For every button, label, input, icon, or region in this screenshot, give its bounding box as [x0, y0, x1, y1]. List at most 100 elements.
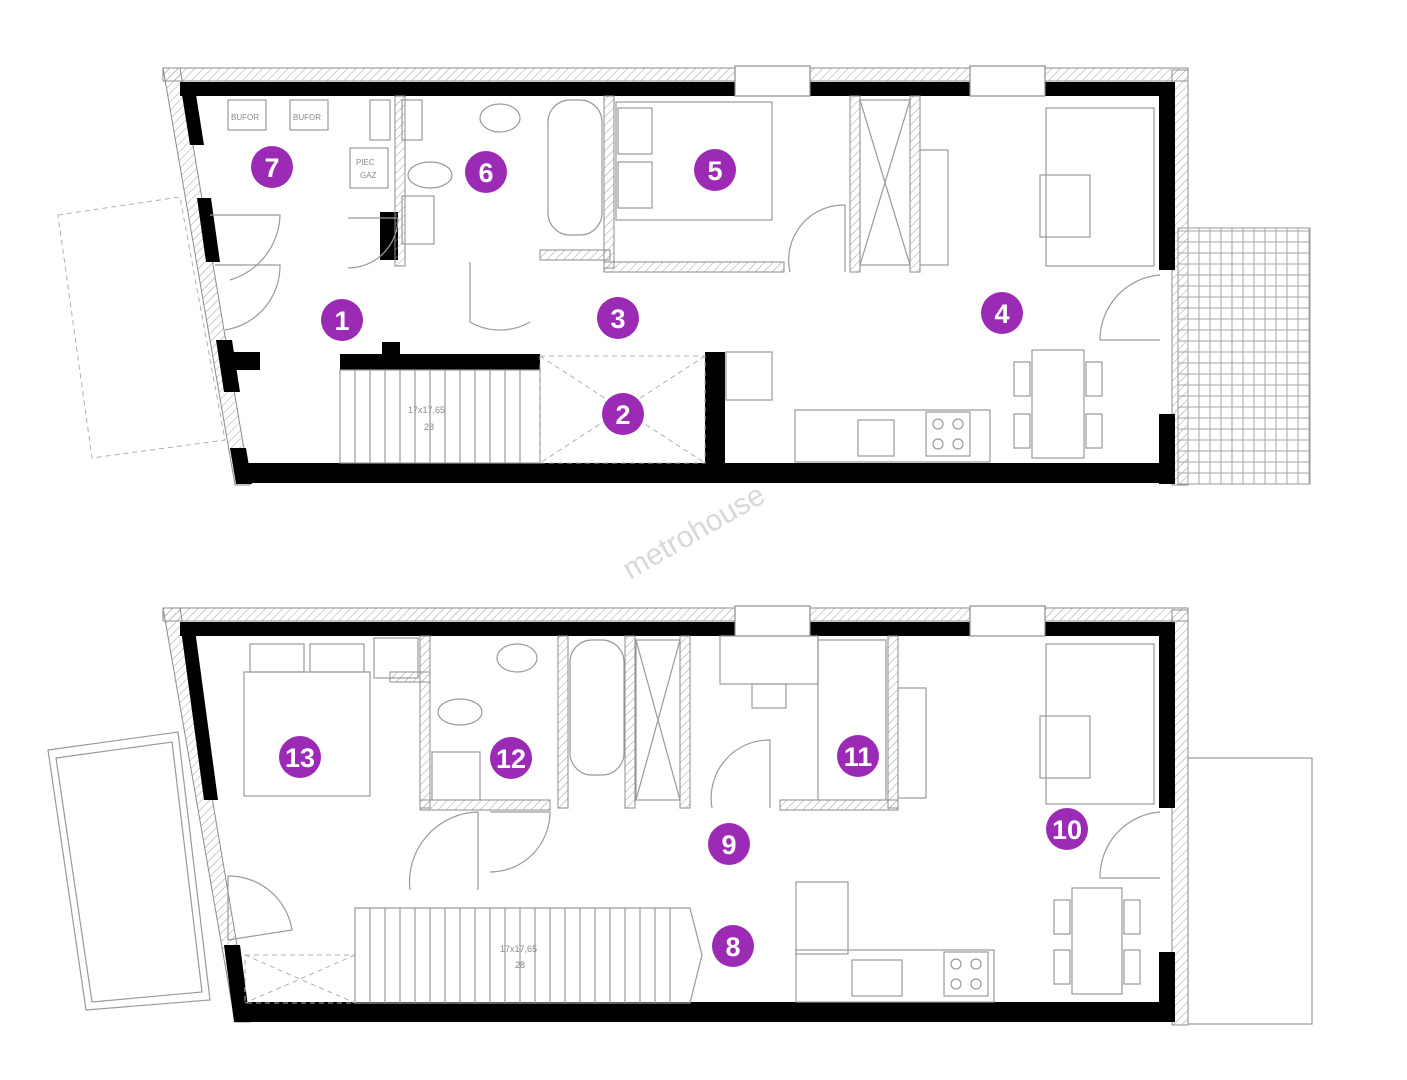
- lower-stairs: [244, 907, 703, 1004]
- lower-wall-left-b: [224, 945, 250, 1022]
- lower-partition-5: [679, 635, 691, 809]
- upper-stair-note-2: 28: [424, 422, 434, 432]
- lower-shower: [635, 639, 681, 801]
- boiler-label-1: PIEC: [356, 158, 375, 167]
- bufor-label-2: BUFOR: [293, 113, 321, 122]
- lower-bathtub: [569, 639, 625, 776]
- upper-partition-5: [909, 95, 921, 273]
- upper-doors: [210, 204, 1161, 341]
- upper-dining-table: [1031, 349, 1085, 459]
- lower-toilet: [437, 698, 483, 726]
- lower-partition-3: [557, 635, 569, 809]
- lower-tv-unit: [897, 687, 927, 799]
- room-badge-2: 2: [602, 393, 644, 435]
- lower-window-1: [734, 605, 811, 637]
- room-badge-13: 13: [279, 736, 321, 778]
- lower-furniture: [243, 635, 1155, 1003]
- upper-cabinet: [401, 195, 435, 245]
- upper-partition-4: [849, 95, 861, 273]
- lower-partition-4: [624, 635, 636, 809]
- lower-single-bed: [817, 639, 887, 801]
- svg-text:1: 1: [334, 306, 349, 336]
- upper-kitchen-sink: [857, 419, 895, 457]
- upper-bath-post: [380, 212, 398, 260]
- upper-stair-wall: [340, 354, 540, 370]
- svg-text:12: 12: [496, 744, 526, 774]
- upper-stair-wall-post: [382, 342, 400, 356]
- room-badges: 1 2 3 4 5 6 7 8 9 10 11 12 13: [251, 146, 1088, 967]
- upper-bed: [615, 101, 773, 221]
- gas-boiler: [349, 147, 389, 189]
- lower-wall-top-right: [1045, 622, 1175, 636]
- room-badge-4: 4: [981, 292, 1023, 334]
- room-badge-11: 11: [837, 735, 879, 777]
- upper-partition-2: [603, 95, 615, 269]
- upper-bed-pillow-1: [617, 107, 653, 155]
- lower-cabinet: [431, 751, 481, 801]
- lower-bed: [243, 671, 371, 797]
- lower-kitchen-side: [795, 881, 849, 955]
- upper-kitchen-counter: [794, 409, 991, 463]
- upper-wardrobe: [859, 99, 911, 266]
- upper-floor-plan: 17x17,65 28: [57, 65, 1311, 486]
- svg-text:2: 2: [615, 400, 630, 430]
- lower-partition-8: [389, 671, 431, 683]
- lower-sofa: [1045, 643, 1155, 805]
- upper-wall-left-a: [180, 82, 204, 145]
- lower-partition-6: [779, 799, 899, 811]
- svg-text:7: 7: [264, 153, 279, 183]
- upper-wall-top: [180, 82, 735, 96]
- upper-bed-pillow-2: [617, 161, 653, 209]
- svg-text:11: 11: [844, 742, 873, 772]
- room-badge-5: 5: [694, 149, 736, 191]
- upper-hob: [925, 411, 971, 457]
- lower-balcony-left: [47, 731, 211, 1011]
- upper-window-2: [969, 65, 1046, 97]
- lower-partition-7: [887, 635, 899, 809]
- svg-text:10: 10: [1052, 815, 1082, 845]
- lower-dining-table: [1071, 887, 1123, 995]
- lower-desk: [719, 635, 819, 685]
- room-badge-8: 8: [712, 925, 754, 967]
- upper-wall-left-d: [230, 448, 252, 484]
- svg-text:8: 8: [725, 932, 740, 962]
- upper-meter-box-2: [401, 99, 423, 141]
- upper-wall-left-b: [197, 198, 220, 262]
- lower-partition-1: [419, 635, 431, 809]
- upper-terrace-right: [1177, 227, 1311, 485]
- lower-wall-left-a: [180, 622, 218, 800]
- room-badge-3: 3: [597, 297, 639, 339]
- upper-fridge: [725, 351, 773, 401]
- lower-hob: [943, 951, 989, 997]
- lower-doors: [227, 739, 1161, 941]
- upper-toilet: [407, 161, 453, 189]
- lower-floor-plan: 17x17,65 28: [47, 605, 1313, 1026]
- lower-armchair: [1039, 715, 1091, 779]
- lower-kitchen-sink: [851, 959, 903, 997]
- upper-shaft-wall: [705, 352, 725, 464]
- upper-window-1: [734, 65, 811, 97]
- lower-sink: [496, 643, 538, 673]
- upper-partition-3: [603, 261, 785, 273]
- upper-wall-right-top: [1159, 82, 1175, 270]
- watermark: metrohouse: [617, 478, 771, 586]
- room-badge-10: 10: [1046, 808, 1088, 850]
- lower-partition-2: [419, 799, 551, 811]
- lower-balcony-right: [1187, 757, 1313, 1025]
- lower-wall-bottom: [240, 1002, 1175, 1022]
- lower-kitchen-counter: [795, 949, 995, 1003]
- svg-text:3: 3: [610, 304, 625, 334]
- room-badge-6: 6: [465, 151, 507, 193]
- svg-text:13: 13: [285, 743, 315, 773]
- bufor-tank-1: [227, 99, 267, 131]
- upper-balcony-left: [57, 196, 226, 459]
- svg-text:5: 5: [707, 156, 722, 186]
- room-badge-1: 1: [321, 299, 363, 341]
- upper-stair-note-1: 17x17,65: [408, 405, 445, 415]
- upper-stairs: [339, 355, 706, 464]
- svg-text:6: 6: [478, 158, 493, 188]
- lower-stair-note-2: 28: [515, 960, 525, 970]
- upper-meter-box-1: [369, 99, 391, 141]
- upper-partition-1: [394, 95, 406, 267]
